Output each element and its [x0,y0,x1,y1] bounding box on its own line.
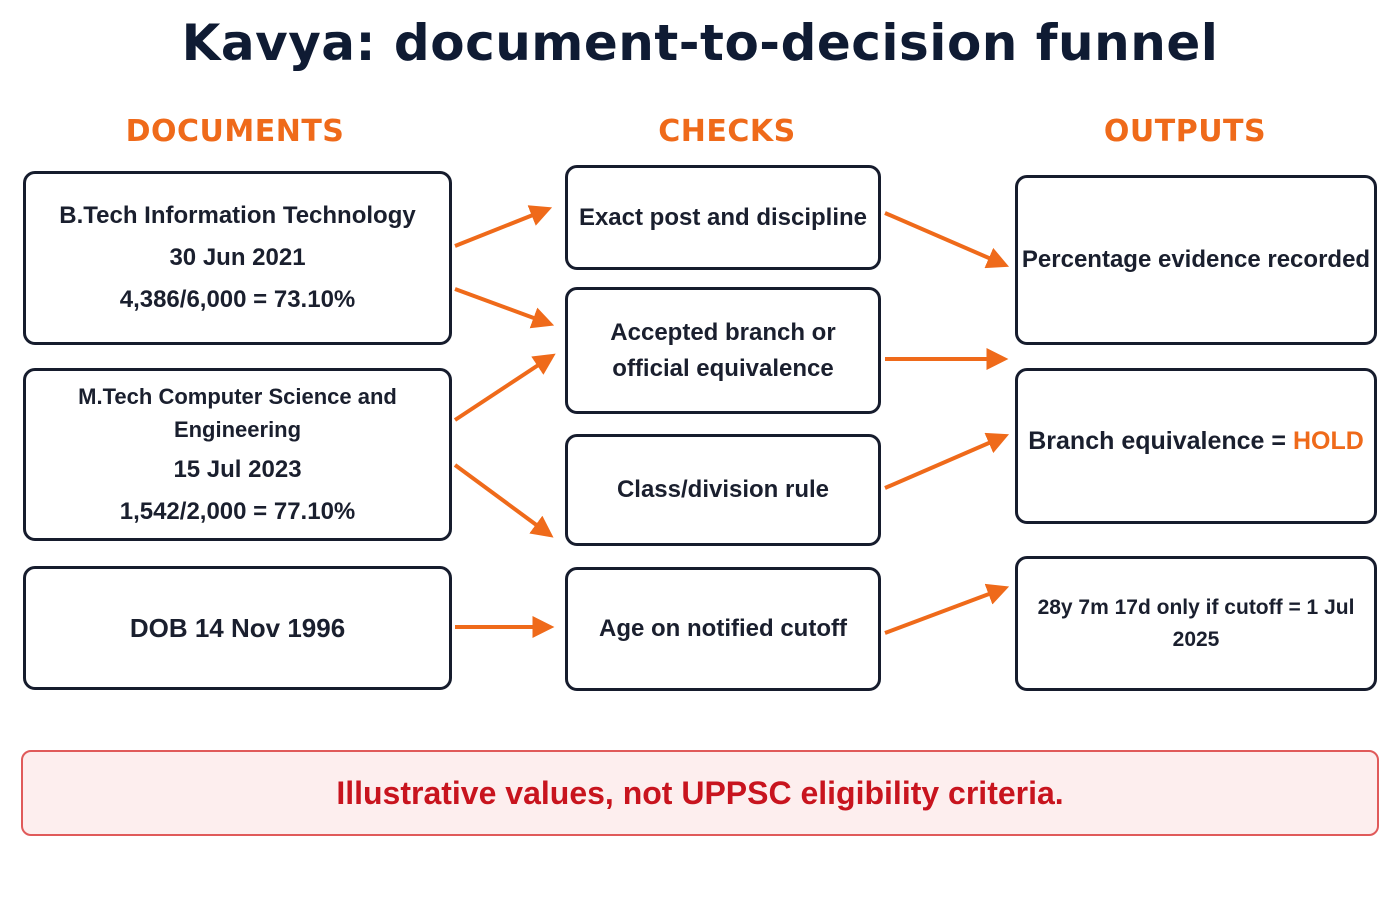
arrow-age-to-age-output [884,583,1010,635]
arrow-btech-to-post [454,205,553,248]
document-dob: DOB 14 Nov 1996 [23,566,452,690]
disclaimer-banner: Illustrative values, not UPPSC eligibili… [21,750,1379,836]
check-age-cutoff-text: Age on notified cutoff [599,615,847,642]
output-percentage-evidence: Percentage evidence recorded [1015,175,1377,345]
document-btech-percentage: 4,386/6,000 = 73.10% [119,286,356,313]
document-mtech-degree: M.Tech Computer Science and Engineering [78,383,397,442]
arrow-btech-to-branch [454,287,555,329]
arrow-class-to-branch-output [884,432,1010,490]
check-branch-equivalence: Accepted branch or official equivalence [565,287,881,414]
document-mtech-date: 15 Jul 2023 [173,455,302,483]
check-post-discipline: Exact post and discipline [565,165,881,270]
arrow-mtech-to-class [453,463,554,538]
outputs-column-header: OUTPUTS [1103,114,1267,149]
document-mtech: M.Tech Computer Science and Engineering … [23,368,452,541]
arrow-mtech-to-branch [453,353,556,422]
check-class-division-text: Class/division rule [616,476,830,503]
output-percentage-evidence-text: Percentage evidence recorded [1021,246,1371,273]
output-age-result: 28y 7m 17d only if cutoff = 1 Jul 2025 [1015,556,1377,691]
output-branch-equivalence-text: Branch equivalence = HOLD [1028,423,1364,461]
hold-status-badge: HOLD [1292,427,1364,455]
check-post-discipline-text: Exact post and discipline [578,203,868,231]
check-branch-equivalence-line2: official equivalence [612,354,834,382]
check-class-division: Class/division rule [565,434,881,546]
check-branch-equivalence-line1: Accepted branch or [610,318,836,346]
output-branch-equivalence-label: Branch equivalence = [1028,427,1293,455]
document-dob-text: DOB 14 Nov 1996 [129,612,346,643]
document-btech-degree: B.Tech Information Technology [59,202,416,229]
page-title: Kavya: document-to-decision funnel [181,14,1219,72]
document-btech: B.Tech Information Technology 30 Jun 202… [23,171,452,345]
checks-column-header: CHECKS [658,114,796,149]
documents-column-header: DOCUMENTS [125,114,345,149]
check-age-cutoff: Age on notified cutoff [565,567,881,691]
document-mtech-percentage: 1,542/2,000 = 77.10% [119,497,356,525]
document-btech-date: 30 Jun 2021 [169,244,306,271]
disclaimer-text: Illustrative values, not UPPSC eligibili… [336,774,1064,811]
output-age-result-text: 28y 7m 17d only if cutoff = 1 Jul 2025 [1037,596,1355,651]
arrow-post-to-percentage [884,211,1010,269]
output-branch-equivalence: Branch equivalence = HOLD [1015,368,1377,524]
